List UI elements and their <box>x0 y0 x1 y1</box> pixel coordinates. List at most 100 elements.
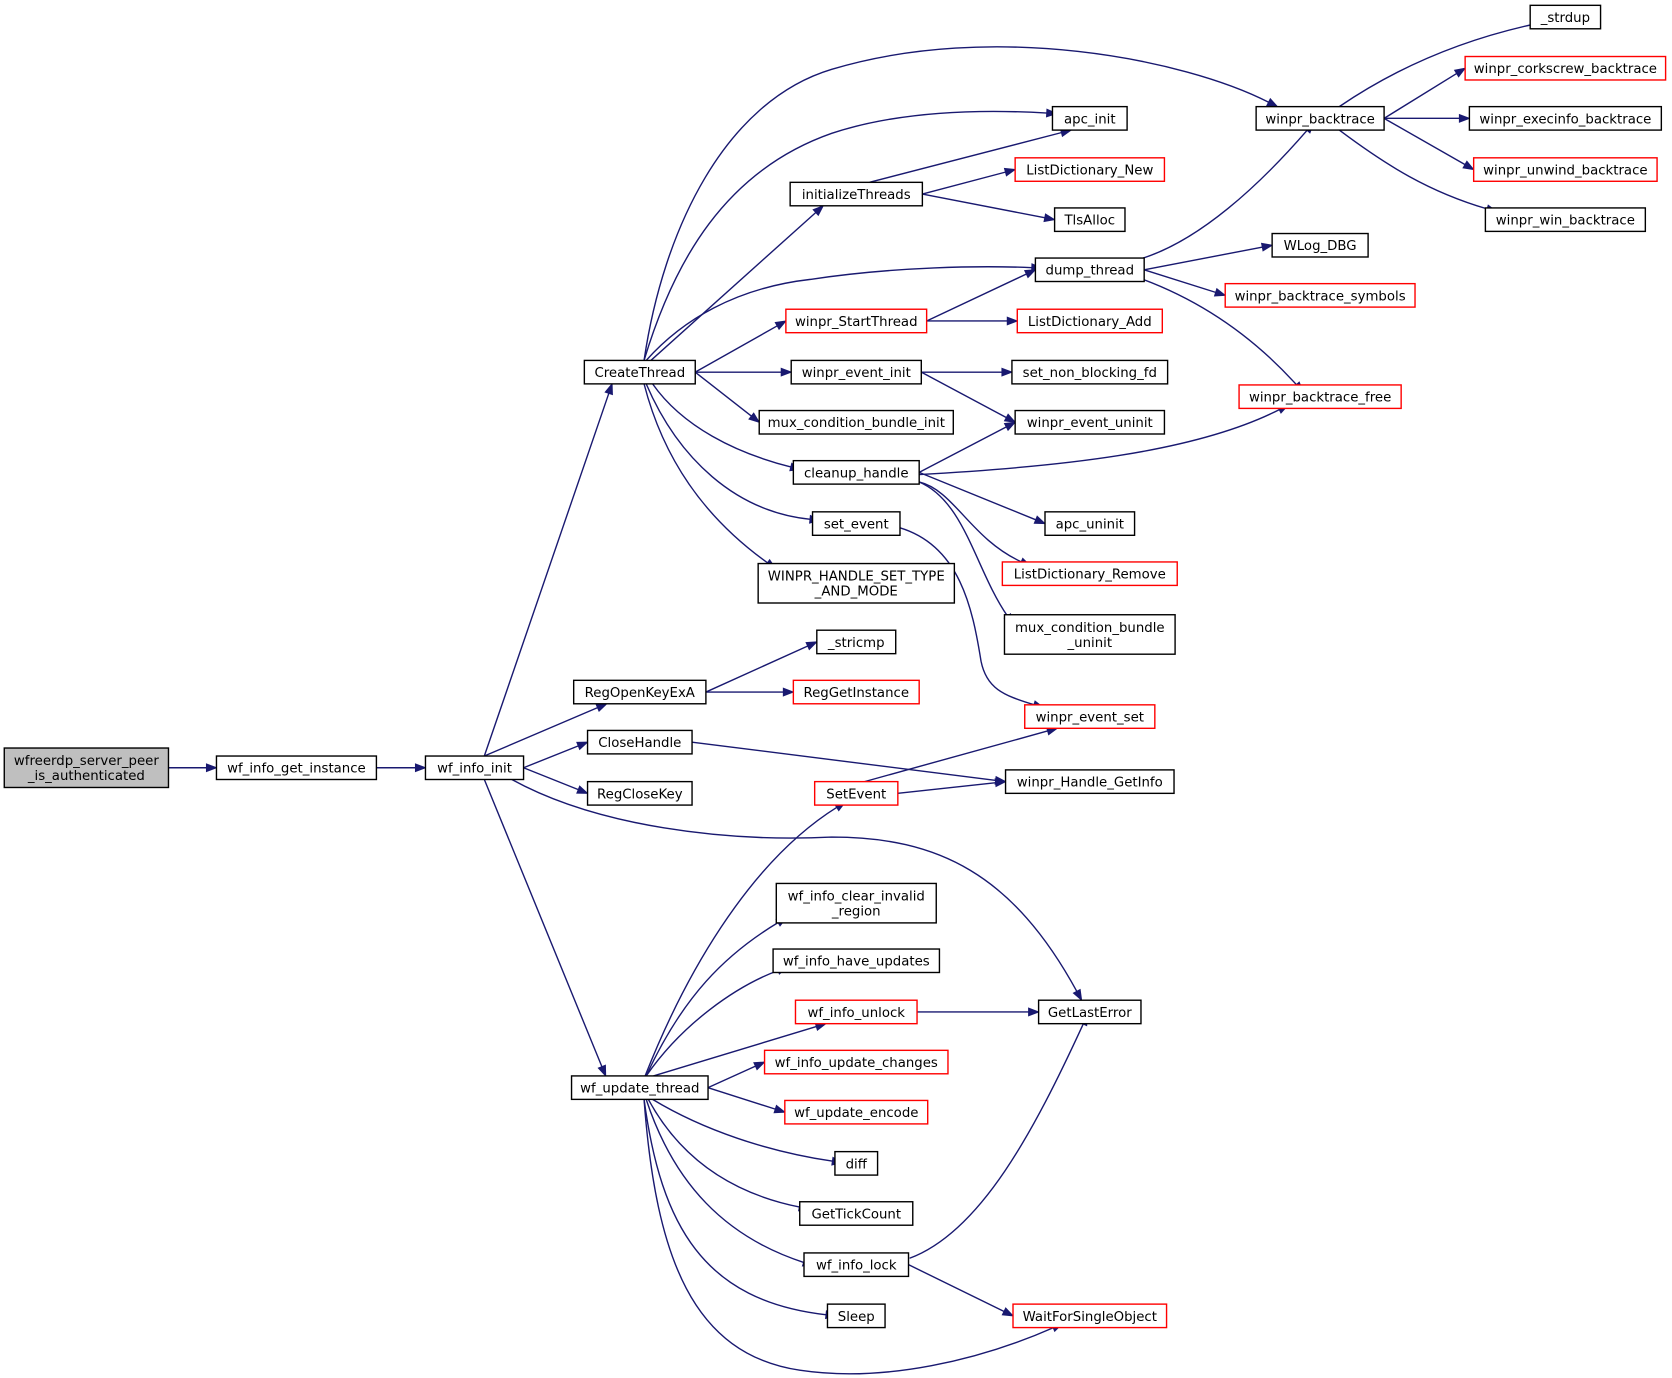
function-node-gettickcount-box[interactable] <box>799 1201 914 1226</box>
function-node-wf-update-encode[interactable]: wf_update_encode <box>784 1099 929 1125</box>
function-node-setevent-box[interactable] <box>813 780 899 806</box>
function-node-winpr-unwind-backtrace[interactable]: winpr_unwind_backtrace <box>1472 157 1658 182</box>
function-node-wf-info-clear-invalid-region-box[interactable] <box>775 882 937 924</box>
function-node-winpr-event-uninit-box[interactable] <box>1014 409 1166 435</box>
function-node-mux-condition-bundle-uninit-box[interactable] <box>1003 614 1176 655</box>
function-node-set-event-box[interactable] <box>811 511 901 536</box>
function-node-wf-info-clear-invalid-region[interactable]: wf_info_clear_invalid_region <box>775 882 937 924</box>
function-node-mux-condition-bundle-uninit[interactable]: mux_condition_bundle_uninit <box>1003 614 1176 655</box>
function-node-sleep[interactable]: Sleep <box>826 1303 886 1329</box>
function-node--strdup[interactable]: _strdup <box>1529 4 1602 30</box>
function-node-regclosekey-box[interactable] <box>586 780 693 806</box>
function-node-set-non-blocking-fd-box[interactable] <box>1011 359 1169 385</box>
function-node-wf-update-thread-box[interactable] <box>570 1075 709 1101</box>
function-node-sleep-box[interactable] <box>826 1303 886 1329</box>
function-node-reggetinstance[interactable]: RegGetInstance <box>792 679 920 705</box>
function-node-winpr-handle-getinfo-box[interactable] <box>1004 769 1175 795</box>
function-node-listdictionary-add[interactable]: ListDictionary_Add <box>1016 308 1164 334</box>
function-node-winpr-corkscrew-backtrace[interactable]: winpr_corkscrew_backtrace <box>1464 55 1667 81</box>
function-node-apc-uninit-box[interactable] <box>1044 511 1136 536</box>
function-node-mux-condition-bundle-init[interactable]: mux_condition_bundle_init <box>758 409 954 435</box>
function-node-apc-init[interactable]: apc_init <box>1051 105 1128 131</box>
function-node-wf-info-have-updates[interactable]: wf_info_have_updates <box>772 948 941 974</box>
function-node--stricmp[interactable]: _stricmp <box>816 629 897 655</box>
function-node-winpr-event-uninit[interactable]: winpr_event_uninit <box>1014 409 1166 435</box>
edge-wf-info-lock-to-waitforsingleobject <box>908 1264 1005 1313</box>
function-node-listdictionary-remove[interactable]: ListDictionary_Remove <box>1001 561 1178 587</box>
function-node-winpr-startthread[interactable]: winpr_StartThread <box>785 308 928 334</box>
function-node-winpr-event-set[interactable]: winpr_event_set <box>1024 704 1156 730</box>
function-node-winpr-event-init-box[interactable] <box>790 359 923 385</box>
function-node-wf-info-update-changes[interactable]: wf_info_update_changes <box>763 1049 949 1075</box>
function-node-winpr-backtrace-box[interactable] <box>1255 105 1385 131</box>
function-node-initializethreads-box[interactable] <box>789 181 924 207</box>
function-node-wf-update-thread[interactable]: wf_update_thread <box>570 1075 709 1101</box>
function-node-getlasterror-box[interactable] <box>1037 999 1142 1025</box>
function-node-closehandle[interactable]: CloseHandle <box>586 729 693 755</box>
function-node-dump-thread-box[interactable] <box>1034 257 1145 283</box>
function-node-apc-uninit[interactable]: apc_uninit <box>1044 511 1136 536</box>
function-node-wf-info-lock-box[interactable] <box>803 1252 910 1278</box>
function-node-winpr-execinfo-backtrace-box[interactable] <box>1468 105 1663 131</box>
function-node-diff[interactable]: diff <box>834 1150 879 1176</box>
function-node-wf-info-init-box[interactable] <box>424 755 525 781</box>
function-node-winpr-event-init[interactable]: winpr_event_init <box>790 359 923 385</box>
function-node-listdictionary-new-box[interactable] <box>1014 157 1166 182</box>
function-node-dump-thread[interactable]: dump_thread <box>1034 257 1145 283</box>
function-node-winpr-event-set-box[interactable] <box>1024 704 1156 730</box>
function-node-cleanup-handle[interactable]: cleanup_handle <box>792 459 920 485</box>
function-node-wf-update-encode-box[interactable] <box>784 1099 929 1125</box>
function-node-listdictionary-new[interactable]: ListDictionary_New <box>1014 157 1166 182</box>
function-node-winpr-execinfo-backtrace[interactable]: winpr_execinfo_backtrace <box>1468 105 1663 131</box>
function-node-closehandle-box[interactable] <box>586 729 693 755</box>
function-node-winpr-startthread-box[interactable] <box>785 308 928 334</box>
function-node-reggetinstance-box[interactable] <box>792 679 920 705</box>
function-node-wf-info-lock[interactable]: wf_info_lock <box>803 1252 910 1278</box>
function-node-set-non-blocking-fd[interactable]: set_non_blocking_fd <box>1011 359 1169 385</box>
function-node-regopenkeyexa[interactable]: RegOpenKeyExA <box>572 679 707 705</box>
function-node--strdup-box[interactable] <box>1529 4 1602 30</box>
function-node-createthread-box[interactable] <box>583 359 696 385</box>
function-node-winpr-backtrace[interactable]: winpr_backtrace <box>1255 105 1385 131</box>
function-node-createthread[interactable]: CreateThread <box>583 359 696 385</box>
function-node-regopenkeyexa-box[interactable] <box>572 679 707 705</box>
function-node-waitforsingleobject[interactable]: WaitForSingleObject <box>1012 1303 1168 1329</box>
function-node-initializethreads[interactable]: initializeThreads <box>789 181 924 207</box>
function-node-mux-condition-bundle-init-box[interactable] <box>758 409 954 435</box>
function-node-winpr-handle-set-type-and-mode-box[interactable] <box>757 562 956 604</box>
function-node-regclosekey[interactable]: RegCloseKey <box>586 780 693 806</box>
function-node-diff-box[interactable] <box>834 1150 879 1176</box>
function-node-gettickcount[interactable]: GetTickCount <box>799 1201 914 1226</box>
function-node-wf-info-update-changes-box[interactable] <box>763 1049 949 1075</box>
function-node-wlog-dbg-box[interactable] <box>1271 232 1369 258</box>
function-node-set-event[interactable]: set_event <box>811 511 901 536</box>
function-node-wf-info-get-instance[interactable]: wf_info_get_instance <box>215 755 378 781</box>
edge-wf-info-lock-to-waitforsingleobject-arrowhead <box>1001 1307 1015 1317</box>
function-node-tlsalloc[interactable]: TlsAlloc <box>1053 207 1126 233</box>
function-node-winpr-unwind-backtrace-box[interactable] <box>1472 157 1658 182</box>
function-node-winpr-backtrace-free-box[interactable] <box>1238 384 1402 410</box>
function-node-wf-info-init[interactable]: wf_info_init <box>424 755 525 781</box>
function-node-getlasterror[interactable]: GetLastError <box>1037 999 1142 1025</box>
function-node-apc-init-box[interactable] <box>1051 105 1128 131</box>
function-node-wf-info-get-instance-box[interactable] <box>215 755 378 781</box>
function-node-winpr-backtrace-symbols[interactable]: winpr_backtrace_symbols <box>1224 282 1416 308</box>
function-node-wlog-dbg[interactable]: WLog_DBG <box>1271 232 1369 258</box>
function-node--stricmp-box[interactable] <box>816 629 897 655</box>
function-node-waitforsingleobject-box[interactable] <box>1012 1303 1168 1329</box>
function-node-cleanup-handle-box[interactable] <box>792 459 920 485</box>
function-node-wf-info-unlock[interactable]: wf_info_unlock <box>794 999 918 1025</box>
function-node-wf-info-unlock-box[interactable] <box>794 999 918 1025</box>
function-node-listdictionary-add-box[interactable] <box>1016 308 1164 334</box>
function-node-setevent[interactable]: SetEvent <box>813 780 899 806</box>
function-node-winpr-handle-getinfo[interactable]: winpr_Handle_GetInfo <box>1004 769 1175 795</box>
function-node-wf-info-have-updates-box[interactable] <box>772 948 941 974</box>
function-node-listdictionary-remove-box[interactable] <box>1001 561 1178 587</box>
function-node-winpr-win-backtrace-box[interactable] <box>1484 207 1647 233</box>
function-node-winpr-handle-set-type-and-mode[interactable]: WINPR_HANDLE_SET_TYPE_AND_MODE <box>757 562 956 604</box>
function-node-winpr-corkscrew-backtrace-box[interactable] <box>1464 55 1667 81</box>
function-node-winpr-win-backtrace[interactable]: winpr_win_backtrace <box>1484 207 1647 233</box>
function-node-tlsalloc-box[interactable] <box>1053 207 1126 233</box>
function-node-winpr-backtrace-free[interactable]: winpr_backtrace_free <box>1238 384 1402 410</box>
function-node-winpr-backtrace-symbols-box[interactable] <box>1224 282 1416 308</box>
